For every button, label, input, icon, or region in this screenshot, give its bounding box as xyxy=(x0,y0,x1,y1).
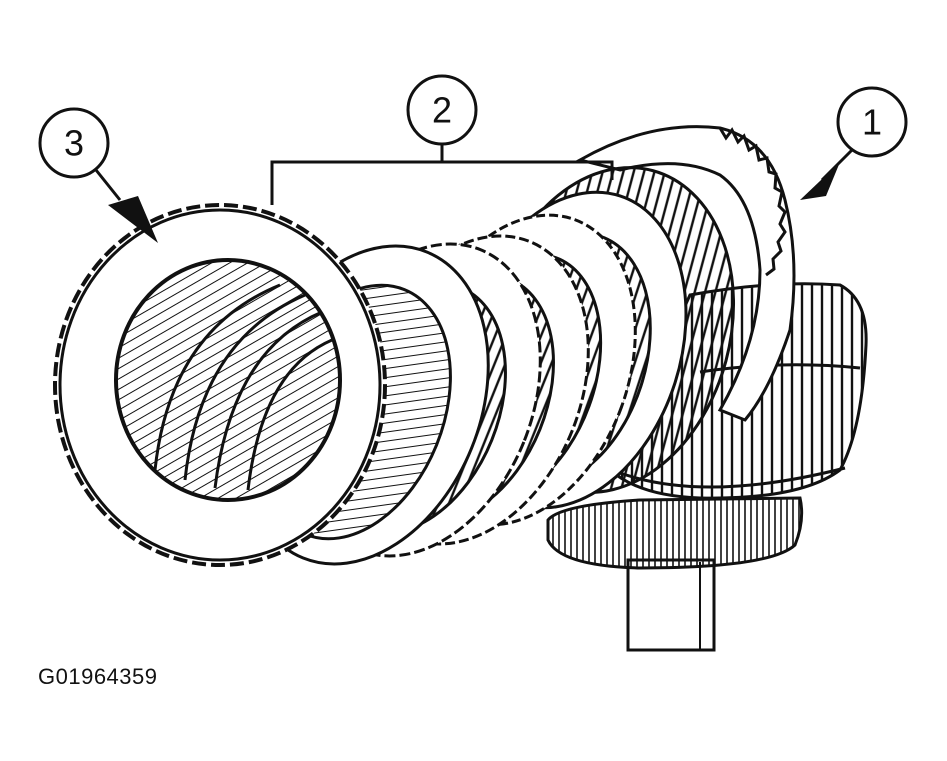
clutch-plate-stack xyxy=(240,166,736,566)
callout-1-label: 1 xyxy=(862,102,882,143)
figure-id: G01964359 xyxy=(38,664,158,689)
callout-3: 3 xyxy=(38,107,158,243)
callout-1: 1 xyxy=(800,86,908,200)
callout-2: 2 xyxy=(270,74,614,205)
callout-1-arrow xyxy=(800,162,840,200)
rear-steel-plate xyxy=(576,125,796,422)
callout-3-arrow xyxy=(108,196,158,243)
callout-3-label: 3 xyxy=(64,123,84,164)
front-steel-plate xyxy=(53,203,387,567)
callout-2-bracket xyxy=(270,160,614,205)
callout-2-label: 2 xyxy=(432,90,452,131)
hub-lower-splines xyxy=(546,496,804,570)
shaft xyxy=(626,558,716,652)
